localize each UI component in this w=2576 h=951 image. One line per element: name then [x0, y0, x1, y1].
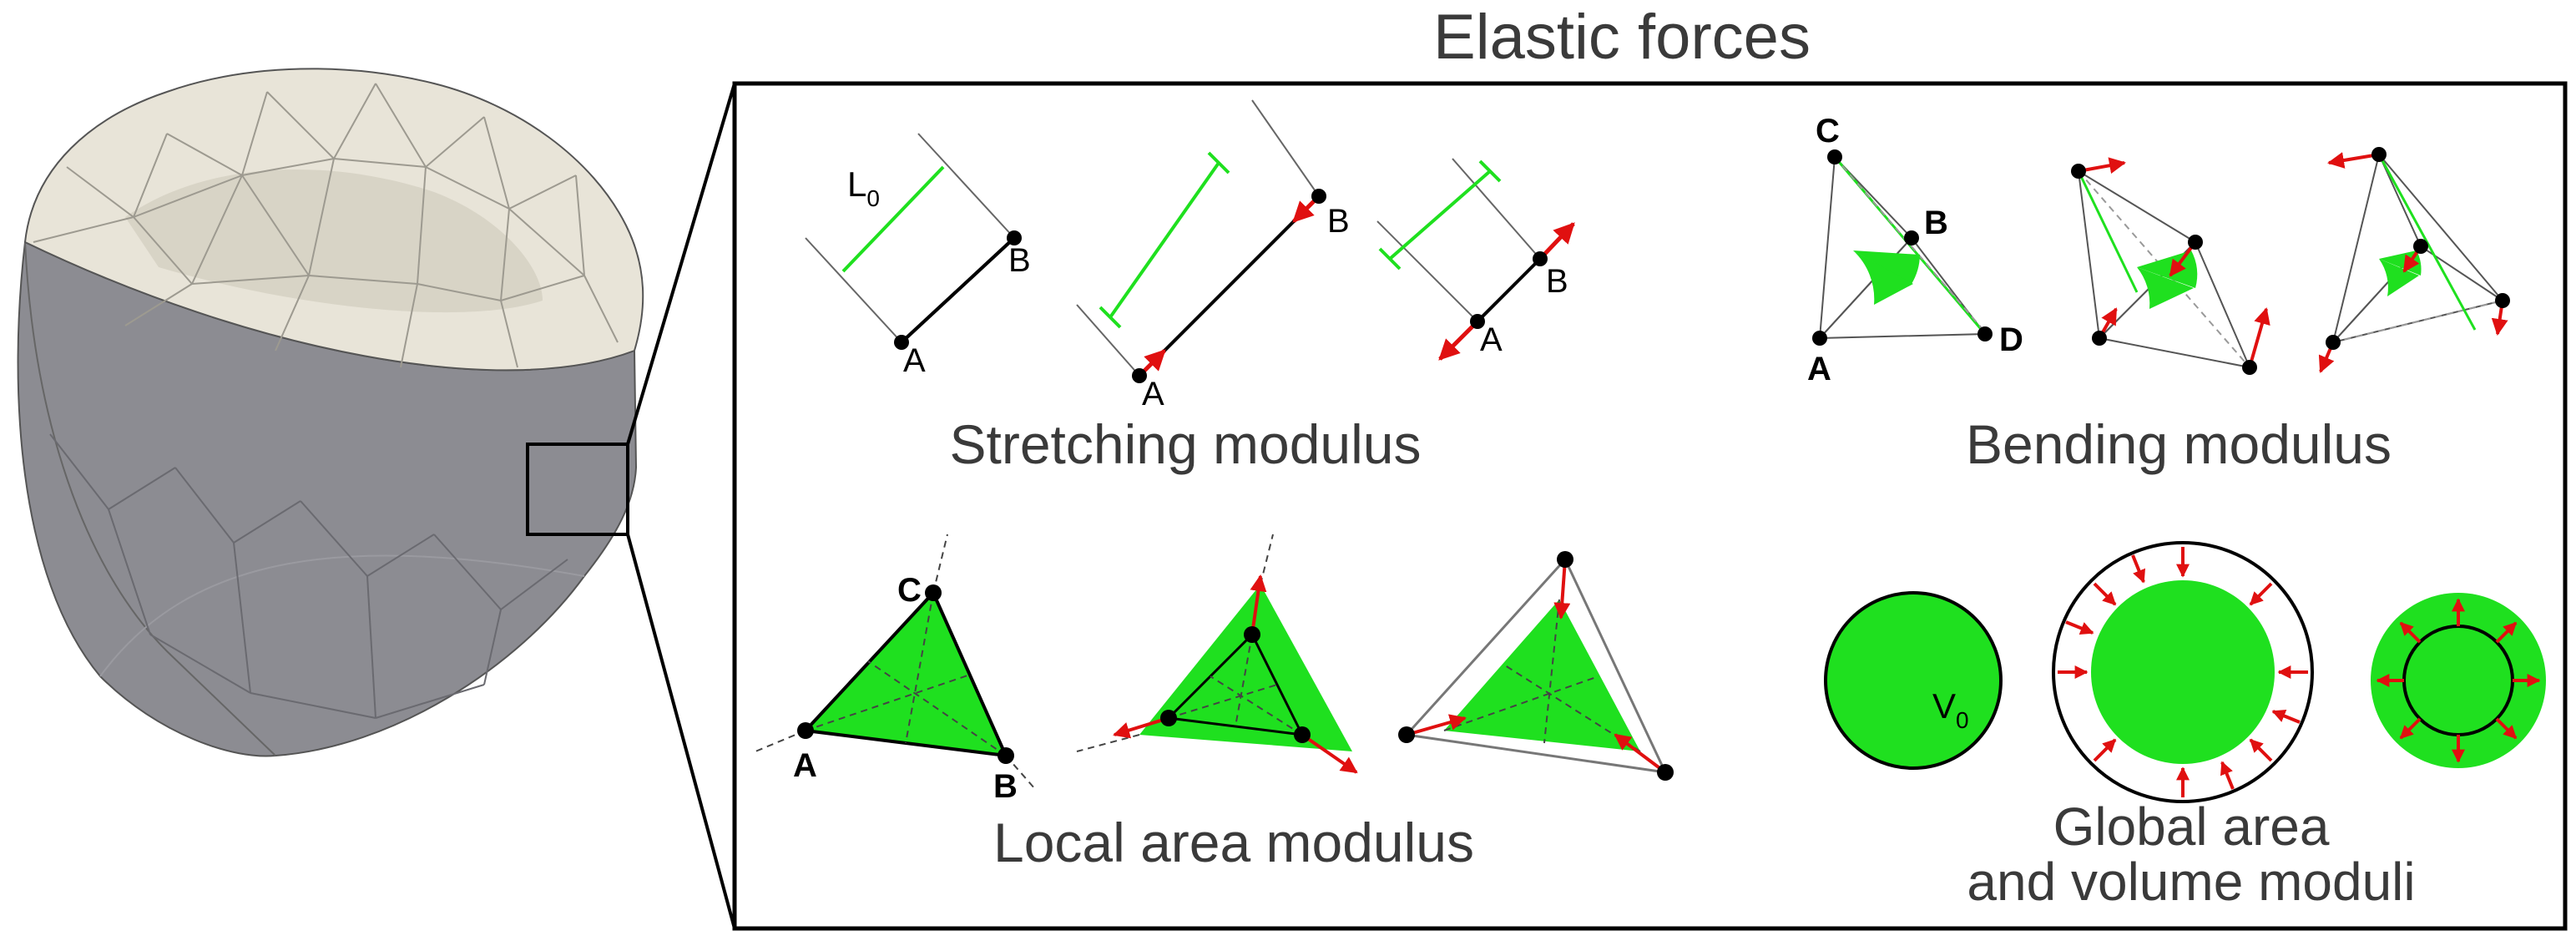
- sphere-stretched: [2371, 593, 2546, 768]
- point: [1160, 710, 1177, 726]
- label-a: A: [903, 342, 926, 379]
- point-d: [1977, 326, 1993, 341]
- point: [1657, 764, 1674, 781]
- volume-label: V0: [1932, 686, 1969, 733]
- rest-length-label: L0: [847, 164, 880, 211]
- global-panel: V0: [1824, 541, 2546, 912]
- bending-panel: C B A D: [1807, 113, 2510, 475]
- panel-frame: [732, 81, 2568, 931]
- point-b: [1904, 230, 1919, 245]
- spring-compressed: A B: [1376, 158, 1575, 361]
- zoom-region-box: [526, 443, 629, 536]
- point-b: [1533, 251, 1548, 266]
- label-b: B: [1327, 203, 1350, 240]
- point: [2413, 239, 2428, 254]
- triangle-compressed: [1076, 534, 1358, 774]
- label-a: A: [1480, 321, 1503, 358]
- point: [2092, 331, 2107, 346]
- local-area-panel: C A B: [755, 534, 1674, 873]
- point: [2071, 164, 2086, 179]
- label-b: B: [993, 768, 1018, 805]
- point: [1294, 726, 1311, 743]
- zoom-line-top: [626, 83, 736, 445]
- dihedral-bent-1: [2071, 157, 2270, 375]
- point: [1398, 726, 1415, 743]
- label-d: D: [1999, 321, 2023, 358]
- zoom-line-bottom: [626, 534, 736, 929]
- point: [1557, 551, 1573, 568]
- point: [2242, 360, 2257, 375]
- dihedral-rest: C B A D: [1807, 113, 2023, 387]
- point-b: [1311, 189, 1326, 204]
- point-c: [925, 584, 942, 601]
- label-b: B: [1546, 263, 1568, 300]
- figure-title: Elastic forces: [1433, 2, 1811, 73]
- rbc-mesh-model: [17, 68, 644, 757]
- point: [2371, 147, 2387, 162]
- dihedral-bent-2: [2318, 147, 2510, 373]
- sphere-compressed: [2052, 541, 2314, 803]
- point-b: [1007, 230, 1022, 245]
- bending-caption: Bending modulus: [1966, 413, 2392, 475]
- label-a: A: [1807, 351, 1831, 387]
- label-a: A: [1142, 376, 1164, 412]
- point-b: [998, 747, 1014, 764]
- local-area-caption: Local area modulus: [993, 812, 1474, 873]
- spring-stretched: A B: [1076, 99, 1350, 412]
- spring-rest: L0 A B: [805, 133, 1031, 379]
- label-a: A: [793, 747, 817, 784]
- point-a: [797, 722, 814, 739]
- triangle-rest: C A B: [755, 534, 1036, 805]
- point-a: [894, 335, 909, 350]
- point-a: [1132, 368, 1147, 383]
- point: [2188, 235, 2203, 250]
- point-a: [1812, 331, 1827, 346]
- point: [2326, 335, 2341, 350]
- sphere-rest: V0: [1824, 591, 2003, 770]
- global-caption-line1: Global area: [2053, 797, 2330, 857]
- point-a: [1470, 314, 1485, 329]
- stretching-caption: Stretching modulus: [950, 413, 1422, 475]
- stretching-panel: L0 A B A B: [805, 99, 1575, 475]
- global-caption-line2: and volume moduli: [1967, 852, 2415, 912]
- point-c: [1827, 149, 1842, 164]
- label-b: B: [1008, 242, 1031, 279]
- label-c: C: [897, 572, 922, 609]
- point: [2495, 293, 2510, 308]
- point: [1244, 626, 1260, 643]
- label-b: B: [1924, 205, 1948, 241]
- triangle-stretched: [1398, 551, 1674, 781]
- label-c: C: [1816, 113, 1840, 149]
